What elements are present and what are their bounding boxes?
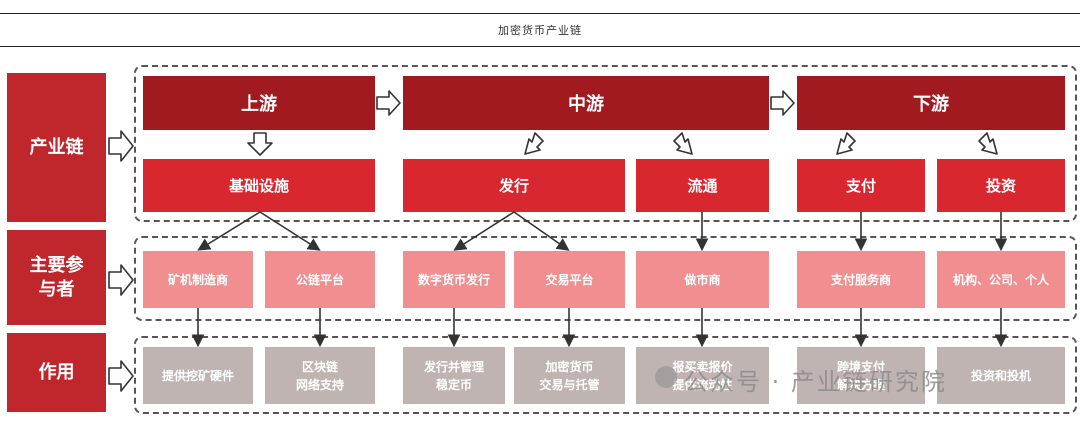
segment-payment: 支付 [797,159,925,212]
chain-container [134,65,1077,222]
label-arrow-role [108,360,134,392]
label-arrow-chain [108,130,134,162]
row-label-role: 作用 [7,333,106,412]
arrow-issuance-issuer [453,211,515,251]
segment-infra: 基础设施 [143,159,375,212]
stage-down-arrow-circulation [673,132,693,155]
participant-investors: 机构、公司、个人 [937,251,1065,308]
role-invest: 投资和投机 [937,347,1065,404]
segment-investment: 投资 [937,159,1065,212]
wechat-icon [655,366,677,388]
top-rule [0,13,1080,14]
participant-payment-provider: 支付服务商 [797,251,925,308]
arrow-issuance-exchange [513,211,570,251]
stage-down-arrow-upstream [247,132,273,156]
arrow-infra-miner [197,211,261,251]
participant-public-chain: 公链平台 [265,251,375,308]
row-label-chain: 产业链 [7,73,106,222]
participant-miner-maker: 矿机制造商 [143,251,253,308]
role-mining-hardware: 提供挖矿硬件 [143,347,253,404]
stage-arrow-2 [770,90,795,116]
stage-upstream: 上游 [143,76,375,130]
participants-container [134,236,1077,321]
stage-down-arrow-payment [836,132,856,155]
label-arrow-participants [108,264,134,296]
row-label-participants: 主要参 与者 [7,230,106,325]
role-crossborder: 跨境支付 解决方案 [797,347,925,404]
role-custody: 加密货币 交易与托管 [514,347,625,404]
diagram-title: 加密货币产业链 [498,24,582,37]
participant-market-maker: 做市商 [636,251,769,308]
stage-arrow-1 [376,90,401,116]
participant-issuer: 数字货币发行 [403,251,505,308]
segment-issuance: 发行 [403,159,625,212]
role-container [134,336,1077,414]
stage-midstream: 中游 [403,76,769,130]
arrow-infra-chain [259,211,321,251]
participant-exchange: 交易平台 [514,251,625,308]
role-blockchain-network: 区块链 网络支持 [265,347,375,404]
watermark: 公众号 · 产业链研究院 [684,368,947,396]
title-rule [0,46,1080,47]
role-stablecoin: 发行并管理 稳定币 [403,347,505,404]
segment-circulation: 流通 [636,159,769,212]
stage-down-arrow-issuance [524,132,544,155]
stage-down-arrow-investment [978,132,998,155]
stage-downstream: 下游 [797,76,1065,130]
